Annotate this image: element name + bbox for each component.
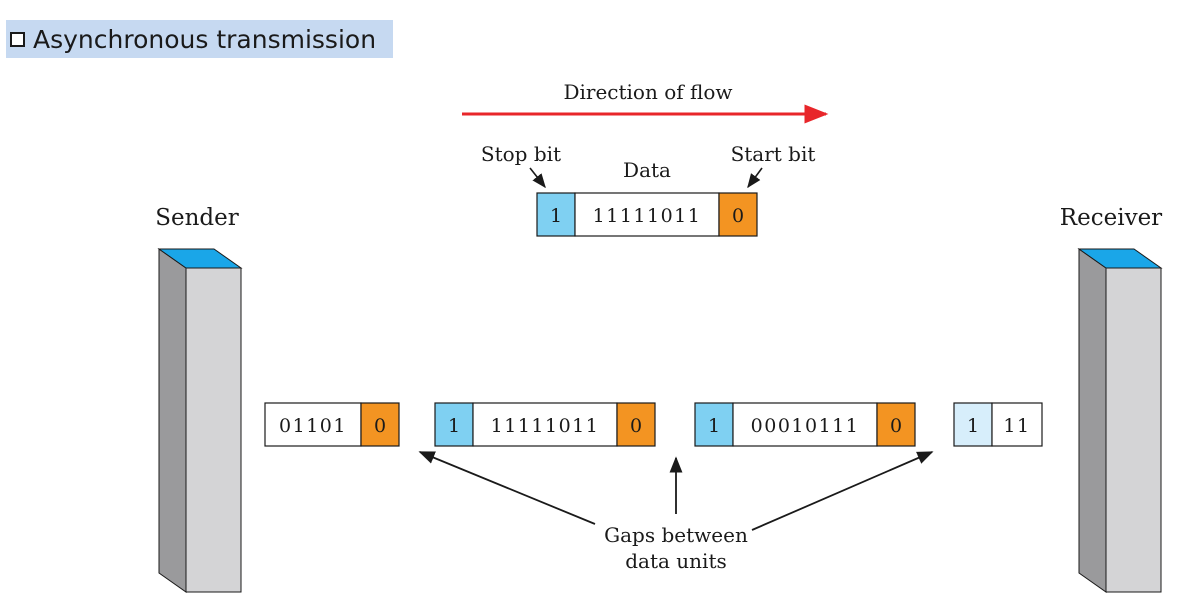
start-bit-cell bbox=[616, 402, 656, 447]
stream-unit-4: 1 11 bbox=[953, 402, 1043, 447]
start-bit-value: 0 bbox=[890, 415, 902, 437]
gap-arrow-left bbox=[418, 451, 596, 525]
start-bit-pointer bbox=[747, 167, 763, 189]
direction-of-flow-label: Direction of flow bbox=[563, 80, 732, 104]
stop-bit-cell bbox=[953, 402, 993, 447]
start-bit-label: Start bit bbox=[731, 142, 816, 166]
data-cell bbox=[574, 192, 720, 237]
gaps-label-line1: Gaps between bbox=[604, 523, 748, 547]
stream-unit-2: 1 11111011 0 bbox=[434, 402, 656, 447]
stop-bit-pointer bbox=[529, 167, 546, 189]
stream-unit-1: 01101 0 bbox=[264, 402, 400, 447]
stop-bit-value: 1 bbox=[550, 205, 562, 227]
stop-bit-label: Stop bit bbox=[481, 142, 561, 166]
data-cell bbox=[991, 402, 1043, 447]
receiver-label: Receiver bbox=[1060, 205, 1162, 231]
data-value: 11 bbox=[1003, 415, 1030, 437]
page-title: Asynchronous transmission bbox=[6, 20, 393, 58]
start-bit-cell bbox=[360, 402, 400, 447]
data-value: 00010111 bbox=[751, 415, 860, 437]
sender-device bbox=[157, 248, 243, 593]
data-cell bbox=[264, 402, 362, 447]
start-bit-value: 0 bbox=[374, 415, 386, 437]
start-bit-cell bbox=[718, 192, 758, 237]
stream-unit-3: 1 00010111 0 bbox=[694, 402, 916, 447]
data-value: 11111011 bbox=[491, 415, 600, 437]
sender-label: Sender bbox=[155, 205, 239, 231]
gaps-label-line2: data units bbox=[625, 549, 727, 573]
gap-arrow-right bbox=[751, 451, 934, 531]
checkbox-bullet-icon bbox=[10, 31, 25, 47]
stop-bit-value: 1 bbox=[448, 415, 460, 437]
page-title-text: Asynchronous transmission bbox=[33, 24, 377, 54]
data-label: Data bbox=[623, 158, 671, 182]
start-bit-value: 0 bbox=[630, 415, 642, 437]
data-value: 01101 bbox=[279, 415, 347, 437]
stop-bit-cell bbox=[434, 402, 474, 447]
data-value: 11111011 bbox=[593, 205, 702, 227]
start-bit-cell bbox=[876, 402, 916, 447]
stop-bit-value: 1 bbox=[967, 415, 979, 437]
data-cell bbox=[732, 402, 878, 447]
example-frame: 1 11111011 0 bbox=[536, 192, 758, 237]
stop-bit-value: 1 bbox=[708, 415, 720, 437]
start-bit-value: 0 bbox=[732, 205, 744, 227]
receiver-device bbox=[1077, 248, 1163, 593]
